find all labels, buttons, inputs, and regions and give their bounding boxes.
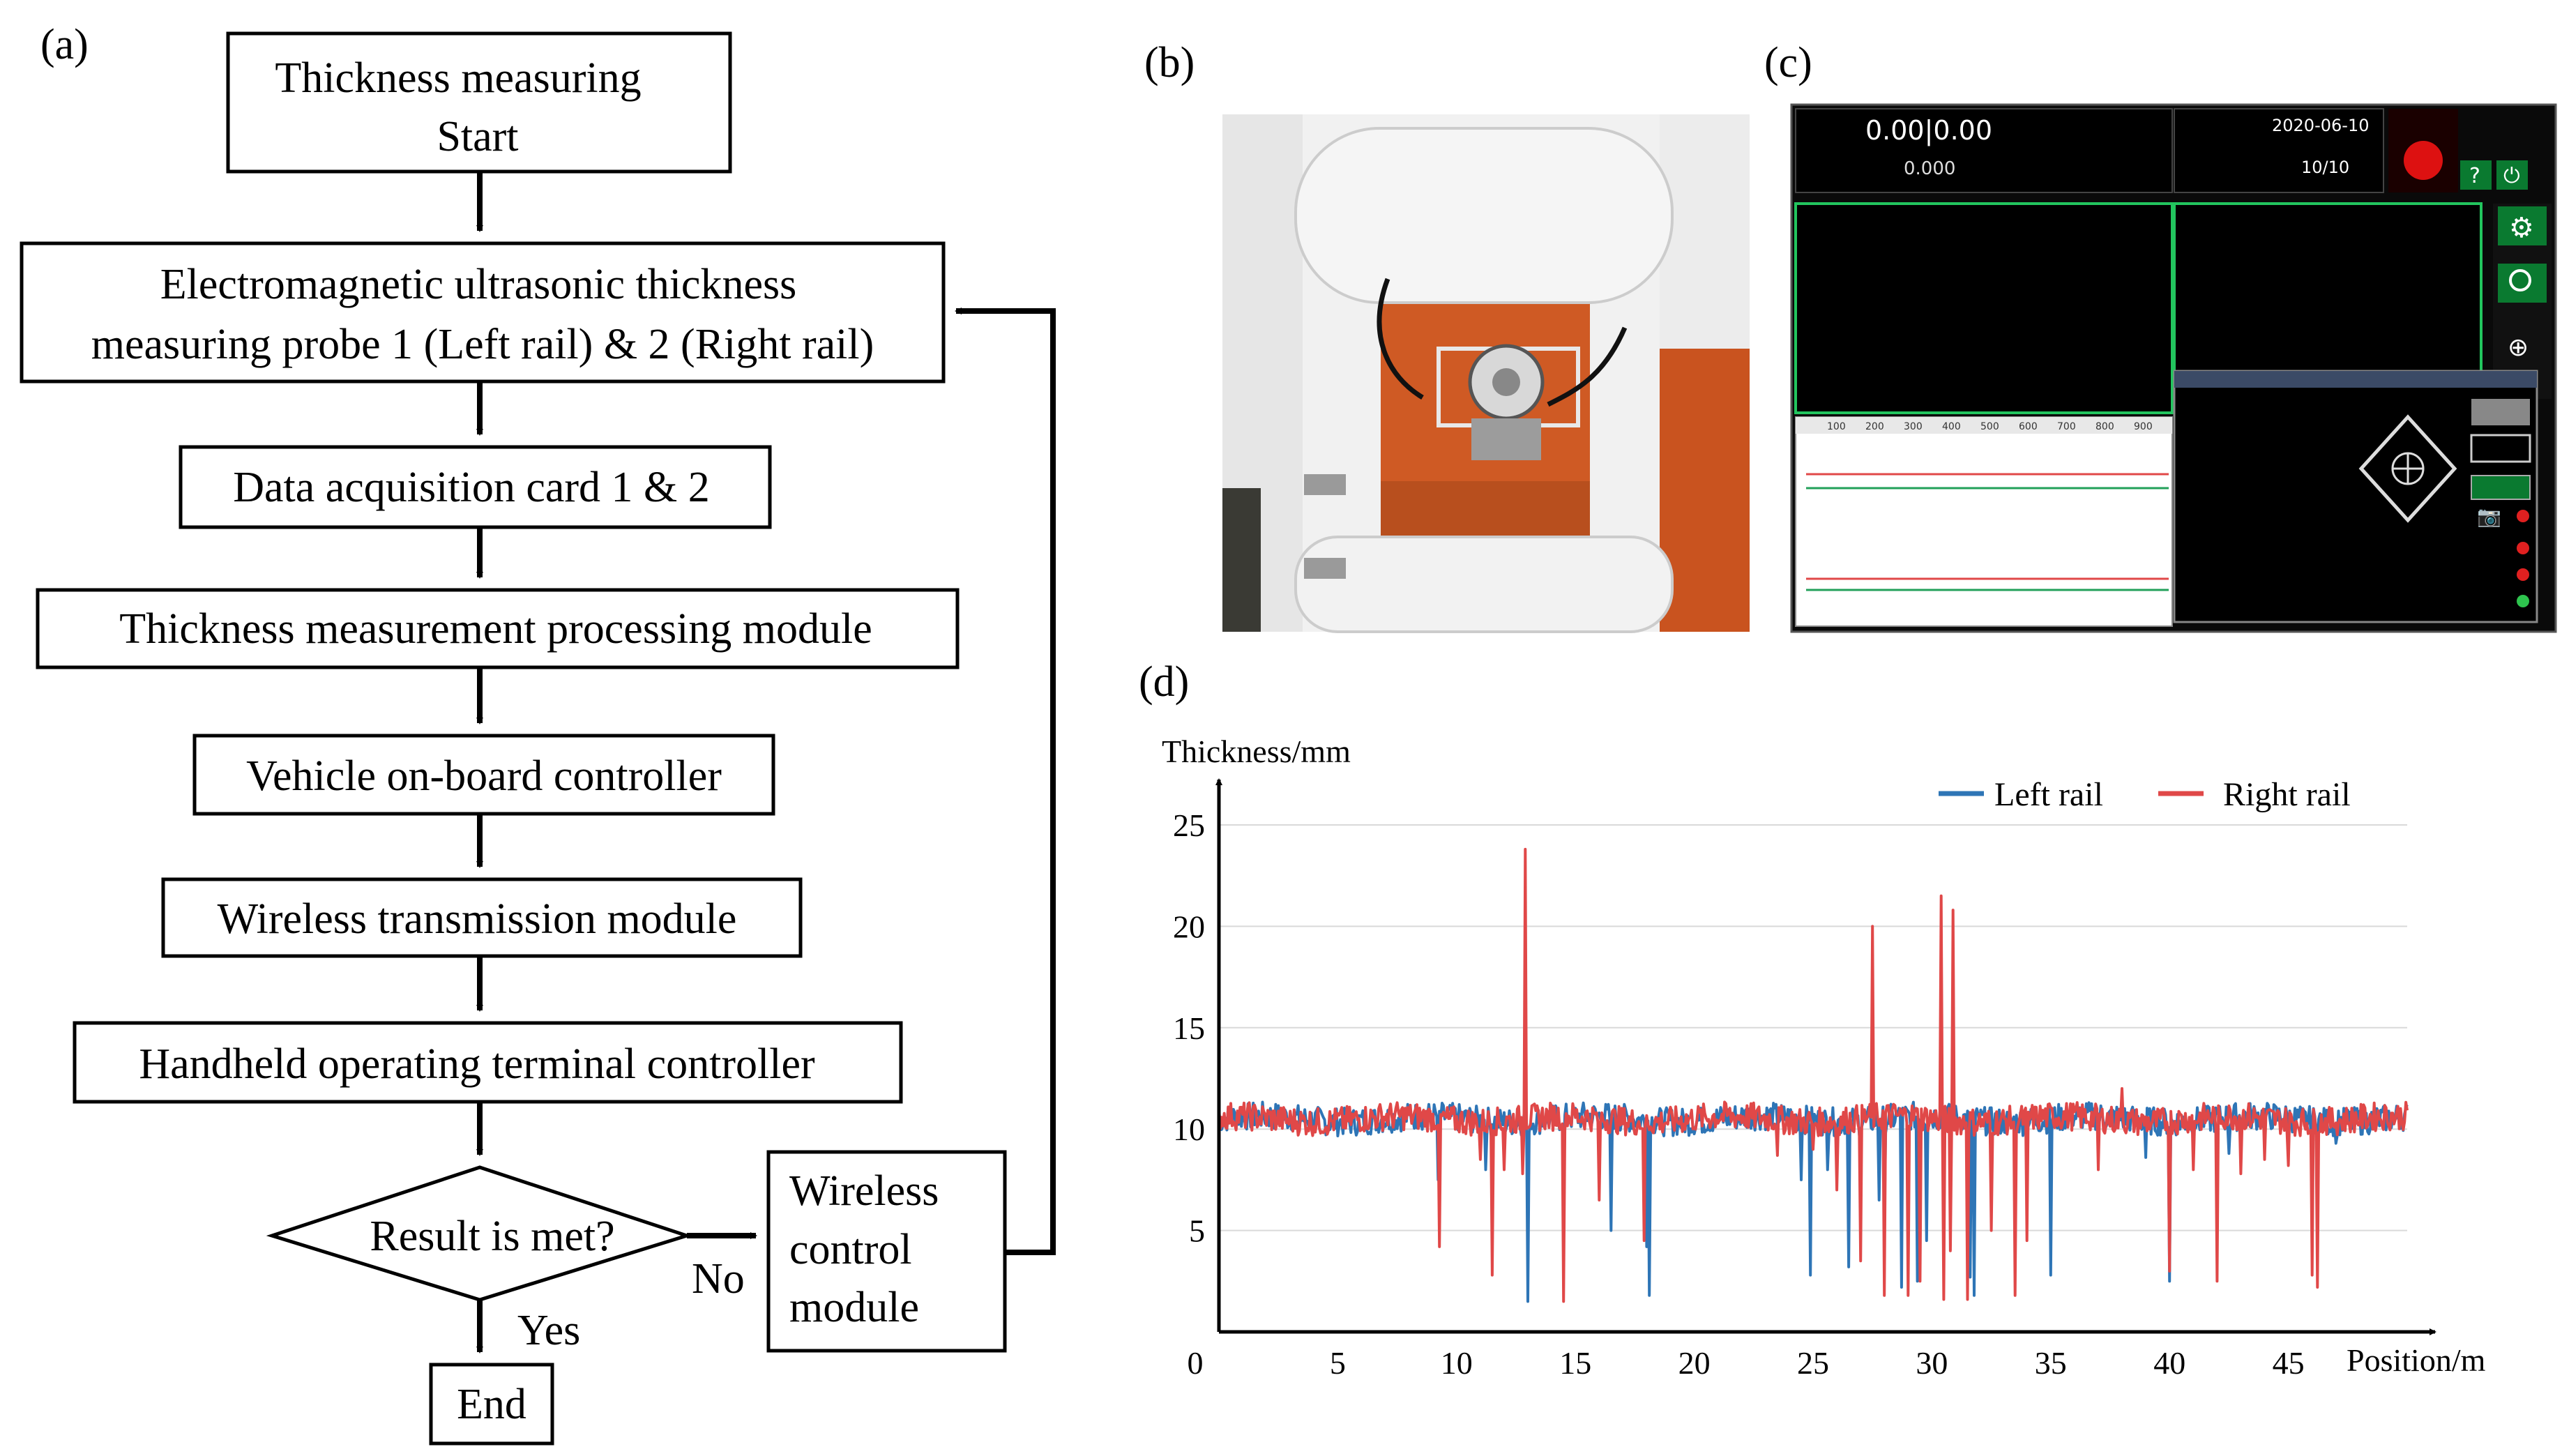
panel-label-c: (c) xyxy=(1764,39,1812,86)
ruler-tick-label: 300 xyxy=(1904,421,1923,432)
x-tick-label: 25 xyxy=(1797,1345,1829,1381)
date-readout: 2020-06-10 xyxy=(2272,116,2369,135)
y-tick-label: 25 xyxy=(1173,807,1205,843)
ruler-tick-label: 900 xyxy=(2134,421,2153,432)
vehicle-box-label: Vehicle on-board controller xyxy=(246,752,722,800)
probe-photo xyxy=(1222,114,1750,633)
panel-label-a: (a) xyxy=(40,21,89,68)
settings-icon: ⚙ xyxy=(2509,212,2534,244)
x-tick-label: 35 xyxy=(2035,1345,2067,1381)
daq-box-label: Data acquisition card 1 & 2 xyxy=(233,464,710,511)
x-axis-label: Position/m xyxy=(2347,1342,2486,1378)
wireless-control-line2: control xyxy=(789,1226,912,1273)
gamepad-icon[interactable]: ⊕ xyxy=(2508,333,2529,362)
wireless-control-line1: Wireless xyxy=(789,1167,939,1215)
handheld-box xyxy=(73,1021,903,1104)
y-tick-label: 5 xyxy=(1189,1213,1205,1249)
wireless-control-line3: module xyxy=(789,1284,919,1331)
chart-grid xyxy=(1219,824,2407,1231)
x-tick-label: 20 xyxy=(1678,1345,1711,1381)
yes-label: Yes xyxy=(517,1307,580,1354)
flowchart-panel: (a) Thickness measuring Start Electromag… xyxy=(20,21,1056,1446)
y-tick-label: 10 xyxy=(1173,1112,1205,1147)
record-indicator-icon xyxy=(2404,141,2443,180)
legend-label-left-rail: Left rail xyxy=(1994,776,2103,813)
waveform-pane-left xyxy=(1794,202,2174,414)
control-button-2[interactable] xyxy=(2470,434,2531,463)
search-icon xyxy=(2509,269,2531,291)
chart-series xyxy=(1218,847,2409,1303)
probe-photo-panel: (b) xyxy=(1144,39,1750,633)
software-screen-panel: (c) 0.00|0.00 0.000 2020-06-10 10/10 ? ⏻… xyxy=(1764,39,2557,633)
ruler-tick-label: 100 xyxy=(1827,421,1846,432)
camera-icon[interactable]: 📷 xyxy=(2477,505,2501,528)
counter-readout: 10/10 xyxy=(2301,158,2349,177)
decision-label: Result is met? xyxy=(370,1213,614,1260)
processing-box xyxy=(36,588,960,669)
y-tick-label: 15 xyxy=(1173,1010,1205,1046)
ruler-tick-label: 700 xyxy=(2057,421,2076,432)
chart-axes xyxy=(1215,778,2436,1335)
ruler-tick-label: 400 xyxy=(1942,421,1961,432)
confirm-button[interactable] xyxy=(2471,475,2531,500)
ruler-tick-label: 500 xyxy=(1980,421,1999,432)
handheld-box-label: Handheld operating terminal controller xyxy=(139,1040,815,1088)
screen-header-left xyxy=(1795,108,2173,193)
x-tick-label: 10 xyxy=(1441,1345,1473,1381)
legend-label-right-rail: Right rail xyxy=(2223,776,2351,813)
start-box-line1: Thickness measuring xyxy=(275,54,641,102)
probe-box-line1: Electromagnetic ultrasonic thickness xyxy=(160,261,796,308)
vehicle-box xyxy=(192,734,775,816)
end-box-label: End xyxy=(457,1381,526,1428)
x-tick-label: 45 xyxy=(2273,1345,2305,1381)
daq-box xyxy=(179,445,772,529)
readout-sub: 0.000 xyxy=(1904,158,1955,179)
thickness-chart-panel: (d) 0 5 10 15 20 25 30 35 40 45 5 10 15 20 25 Thicknes… xyxy=(1139,658,2486,1381)
x-tick-label: 0 xyxy=(1188,1345,1204,1381)
x-tick-label: 15 xyxy=(1559,1345,1591,1381)
end-box xyxy=(429,1363,554,1446)
ruler-tick-label: 800 xyxy=(2095,421,2114,432)
x-tick-label: 40 xyxy=(2153,1345,2185,1381)
x-tick-label: 5 xyxy=(1330,1345,1346,1381)
help-icon: ? xyxy=(2469,164,2480,188)
flowchart-arrows xyxy=(476,172,1056,1353)
power-icon[interactable]: ⏻ xyxy=(2503,164,2520,188)
processing-box-label: Thickness measurement processing module xyxy=(119,605,872,653)
start-box-line2: Start xyxy=(437,113,518,160)
panel-label-d: (d) xyxy=(1139,658,1189,706)
trace-pane xyxy=(1795,416,2173,627)
ruler-tick-label: 600 xyxy=(2019,421,2038,432)
series-line-right-rail xyxy=(1218,847,2409,1303)
no-label: No xyxy=(692,1255,745,1303)
ruler-tick-label: 200 xyxy=(1865,421,1884,432)
ruler-ticks: 100 200 300 400 500 600 700 800 900 xyxy=(1827,421,2153,432)
control-button-1[interactable] xyxy=(2471,399,2530,425)
x-tick-label: 30 xyxy=(1916,1345,1948,1381)
panel-label-b: (b) xyxy=(1144,39,1195,86)
arrow-feedback-loop xyxy=(955,308,1056,1255)
screen-header-right xyxy=(2174,108,2384,193)
probe-box-line2: measuring probe 1 (Left rail) & 2 (Right… xyxy=(91,321,874,368)
y-tick-label: 20 xyxy=(1173,909,1205,944)
chart-ticks: 0 5 10 15 20 25 30 35 40 45 5 10 15 20 25 xyxy=(1173,807,2305,1381)
chart-legend: Left rail Right rail xyxy=(1939,776,2351,813)
wireless-transmission-box-label: Wireless transmission module xyxy=(218,895,737,943)
control-dialog-titlebar xyxy=(2174,371,2537,388)
settings-button[interactable] xyxy=(2498,206,2547,245)
direction-pad-icon[interactable] xyxy=(2358,414,2457,523)
readout-main: 0.00|0.00 xyxy=(1865,115,1992,146)
y-axis-label: Thickness/mm xyxy=(1162,734,1351,769)
